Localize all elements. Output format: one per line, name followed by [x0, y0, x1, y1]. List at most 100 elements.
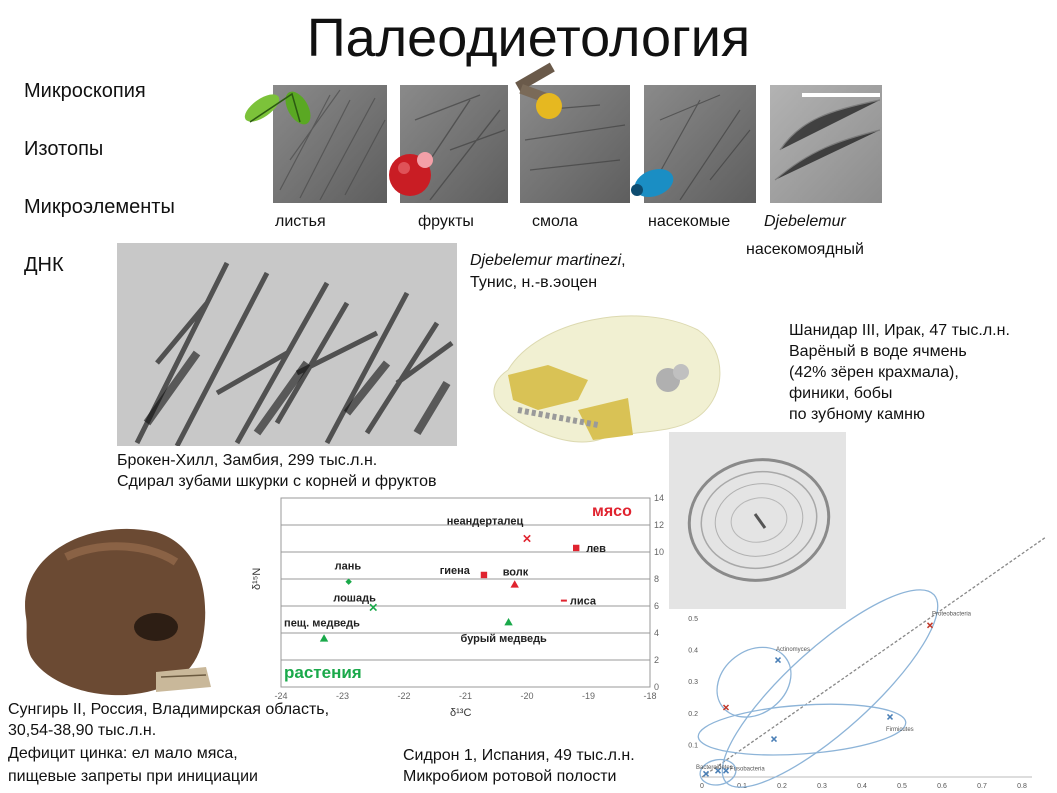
isotope-plot-area [280, 497, 651, 688]
cherry-icon [389, 152, 433, 196]
isotope-point [480, 571, 488, 579]
isotope-point-label: гиена [440, 565, 471, 577]
microbiome-x-tick: 0.7 [977, 783, 987, 790]
starch-grain-micrograph [669, 432, 846, 609]
djebelemur-caption-line2: Тунис, н.-в.эоцен [470, 274, 598, 291]
label-insectivorous: насекомоядный [746, 241, 864, 258]
menu-item-dna[interactable]: ДНК [24, 254, 64, 276]
isotope-point-label: лошадь [333, 592, 376, 604]
isotope-x-tick: -23 [336, 691, 349, 701]
page-title: Палеодиетология [306, 8, 751, 68]
isotope-point [510, 580, 519, 588]
microbiome-group-label: Bacteroidetes [696, 765, 733, 771]
microbiome-y-tick: 0.4 [688, 648, 698, 655]
isotope-x-tick: -22 [397, 691, 410, 701]
shanidar-caption-line1: Шанидар III, Ирак, 47 тыс.л.н. [789, 322, 1010, 339]
microbiome-group-label: Fusobacteria [730, 767, 765, 773]
isotope-point [573, 544, 580, 552]
djebelemur-species-name: Djebelemur martinezi [470, 252, 622, 269]
isotope-y-tick: 2 [654, 655, 659, 665]
microbiome-point [926, 622, 934, 629]
sungir-caption-line1: Сунгирь II, Россия, Владимирская область… [8, 701, 330, 718]
djebelemur-skull-image [493, 315, 721, 443]
isotope-y-tick: 0 [654, 682, 659, 692]
isotope-y-label: δ¹⁵N [251, 568, 263, 590]
isotope-y-tick: 8 [654, 574, 659, 584]
microbiome-y-tick: 0.5 [688, 616, 698, 623]
menu-item-isotopes[interactable]: Изотопы [24, 138, 104, 160]
microbiome-point [886, 713, 894, 720]
isotope-x-tick: -18 [643, 691, 656, 701]
sungir-skull-image [25, 528, 211, 696]
isotope-x-label: δ¹³C [450, 707, 471, 719]
scale-bar [802, 93, 880, 97]
isotope-point-label: лань [335, 561, 362, 573]
microbiome-x-tick: 0.5 [897, 783, 907, 790]
isotope-point-label: волк [503, 566, 529, 578]
isotope-point [369, 603, 378, 612]
microbiome-ellipse [721, 589, 939, 788]
microbiome-x-tick: 0.8 [1017, 783, 1027, 790]
isotope-band-plants: растения [284, 663, 362, 682]
microbiome-y-tick: 0.3 [688, 679, 698, 686]
sidron-caption-line1: Сидрон 1, Испания, 49 тыс.л.н. [403, 747, 635, 764]
label-resin: смола [532, 213, 578, 230]
isotope-point-label: бурый медведь [461, 633, 548, 645]
microbiome-point [722, 704, 730, 711]
shanidar-caption-line3: (42% зёрен крахмала), [789, 364, 959, 381]
resin-icon [515, 62, 562, 119]
isotope-point [319, 634, 329, 642]
microbiome-x-tick: 0 [700, 783, 704, 790]
isotope-y-tick: 10 [654, 547, 664, 557]
isotope-x-tick: -20 [520, 691, 533, 701]
shanidar-caption-line4: финики, бобы [789, 385, 893, 402]
microbiome-point [702, 770, 710, 777]
microbiome-point [774, 657, 782, 664]
isotope-y-tick: 4 [654, 628, 659, 638]
sungir-caption-line3: Дефицит цинка: ел мало мяса, [8, 745, 238, 762]
broken-hill-caption-line2: Сдирал зубами шкурки с корней и фруктов [117, 473, 437, 490]
shanidar-caption-line2: Варёный в воде ячмень [789, 343, 967, 360]
microbiome-x-tick: 0.3 [817, 783, 827, 790]
isotope-x-tick: -19 [582, 691, 595, 701]
menu-item-microelements[interactable]: Микроэлементы [24, 196, 175, 218]
label-insects: насекомые [648, 213, 731, 230]
djebelemur-caption-line1: Djebelemur martinezi, [470, 250, 626, 271]
beetle-icon [631, 168, 674, 198]
microbiome-ellipse [697, 703, 907, 756]
microbiome-group-label: Proteobacteria [932, 611, 972, 617]
label-leaves: листья [275, 213, 326, 230]
microbiome-point [722, 767, 730, 774]
sungir-caption-line2: 30,54-38,90 тыс.л.н. [8, 722, 157, 739]
microbiome-ellipse [716, 646, 792, 718]
isotope-band-meat: мясо [592, 503, 632, 520]
isotope-point-label: пещ. медведь [284, 617, 360, 629]
broken-hill-micrograph [117, 243, 457, 446]
sungir-caption-line4: пищевые запреты при инициации [8, 768, 258, 785]
isotope-point-label: лиса [570, 596, 597, 608]
microbiome-group-label: Actinomyces [776, 647, 810, 653]
microbiome-point [714, 767, 722, 774]
isotope-point [523, 534, 531, 543]
isotope-point [504, 618, 513, 626]
microbiome-group-label: Firmicutes [886, 727, 914, 733]
label-djebelemur: Djebelemur [764, 213, 846, 230]
menu-item-microscopy[interactable]: Микроскопия [24, 80, 146, 102]
isotope-point-label: неандерталец [447, 516, 524, 528]
microbiome-y-tick: 0.1 [688, 742, 698, 749]
microbiome-point [770, 736, 778, 743]
isotope-y-tick: 6 [654, 601, 659, 611]
isotope-x-tick: -21 [459, 691, 472, 701]
shanidar-caption-line5: по зубному камню [789, 406, 925, 423]
label-fruits: фрукты [418, 213, 474, 230]
microbiome-x-tick: 0.6 [937, 783, 947, 790]
microbiome-x-tick: 0.2 [777, 783, 787, 790]
broken-hill-caption-line1: Брокен-Хилл, Замбия, 299 тыс.л.н. [117, 452, 378, 469]
isotope-point-label: лев [586, 543, 606, 555]
sidron-caption-line2: Микробиом ротовой полости [403, 768, 617, 785]
microbiome-x-tick: 0.4 [857, 783, 867, 790]
isotope-x-tick: -24 [274, 691, 287, 701]
leaf-icon [244, 91, 311, 125]
